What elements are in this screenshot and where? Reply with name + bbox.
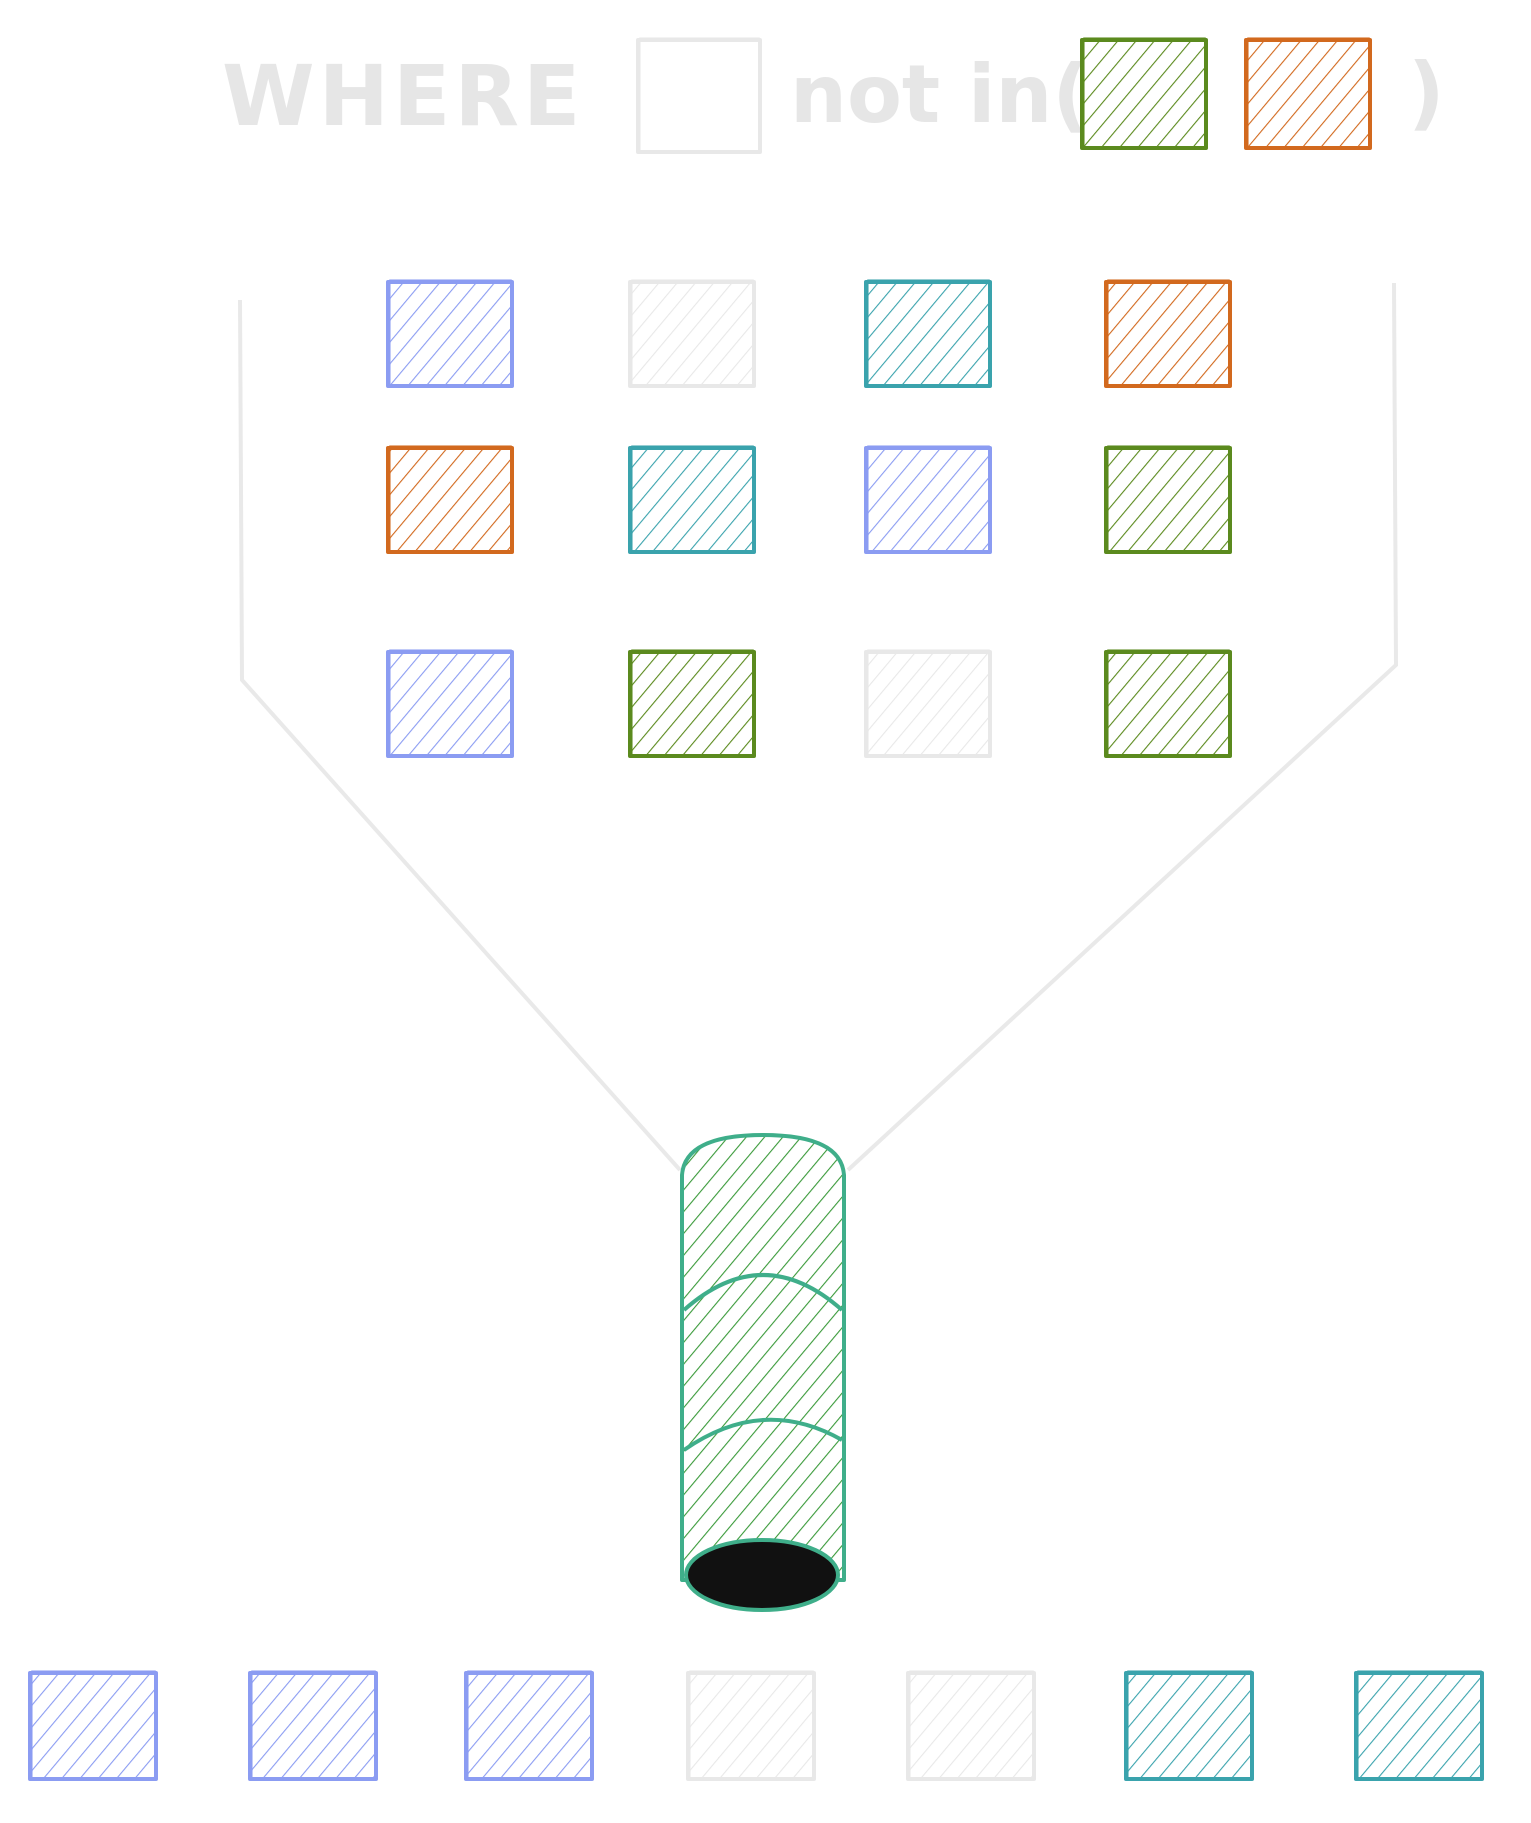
input-record-3-3-gray <box>864 649 992 758</box>
output-record-4-gray <box>686 1670 816 1781</box>
funnel <box>238 282 1399 1172</box>
input-record-2-2-teal <box>628 445 756 554</box>
output-record-6-teal <box>1124 1670 1254 1781</box>
funnel-left-edge <box>238 299 682 1172</box>
filter-pipe <box>680 1133 846 1612</box>
output-records <box>28 1670 1484 1781</box>
query-header: WHERE not in( ) <box>222 37 1445 154</box>
input-record-3-1-purple <box>386 649 514 758</box>
input-record-3-4-green <box>1104 649 1232 758</box>
not-in-keyword: not in( <box>790 48 1089 141</box>
output-record-1-purple <box>28 1670 158 1781</box>
excluded-swatch-green <box>1080 37 1208 150</box>
pipe-opening <box>684 1538 840 1612</box>
input-record-1-3-teal <box>864 279 992 388</box>
where-keyword: WHERE <box>222 47 584 145</box>
output-record-7-teal <box>1354 1670 1484 1781</box>
input-record-1-2-gray <box>628 279 756 388</box>
output-record-3-purple <box>464 1670 594 1781</box>
pipe-body <box>680 1133 846 1582</box>
input-record-3-2-green <box>628 649 756 758</box>
input-record-1-4-orange <box>1104 279 1232 388</box>
input-records <box>386 279 1232 758</box>
output-record-2-purple <box>248 1670 378 1781</box>
input-record-2-3-purple <box>864 445 992 554</box>
funnel-right-edge <box>846 282 1399 1172</box>
query-subject-swatch <box>636 37 762 154</box>
pipe-segment-line-2 <box>682 1417 843 1452</box>
input-record-2-1-orange <box>386 445 514 554</box>
input-record-2-4-green <box>1104 445 1232 554</box>
pipe-segment-line-1 <box>682 1273 844 1312</box>
excluded-swatch-orange <box>1244 37 1372 150</box>
input-record-1-1-purple <box>386 279 514 388</box>
excluded-values <box>1080 37 1372 150</box>
query-subject-box <box>636 37 762 154</box>
output-record-5-gray <box>906 1670 1036 1781</box>
close-paren: ) <box>1408 46 1445 139</box>
